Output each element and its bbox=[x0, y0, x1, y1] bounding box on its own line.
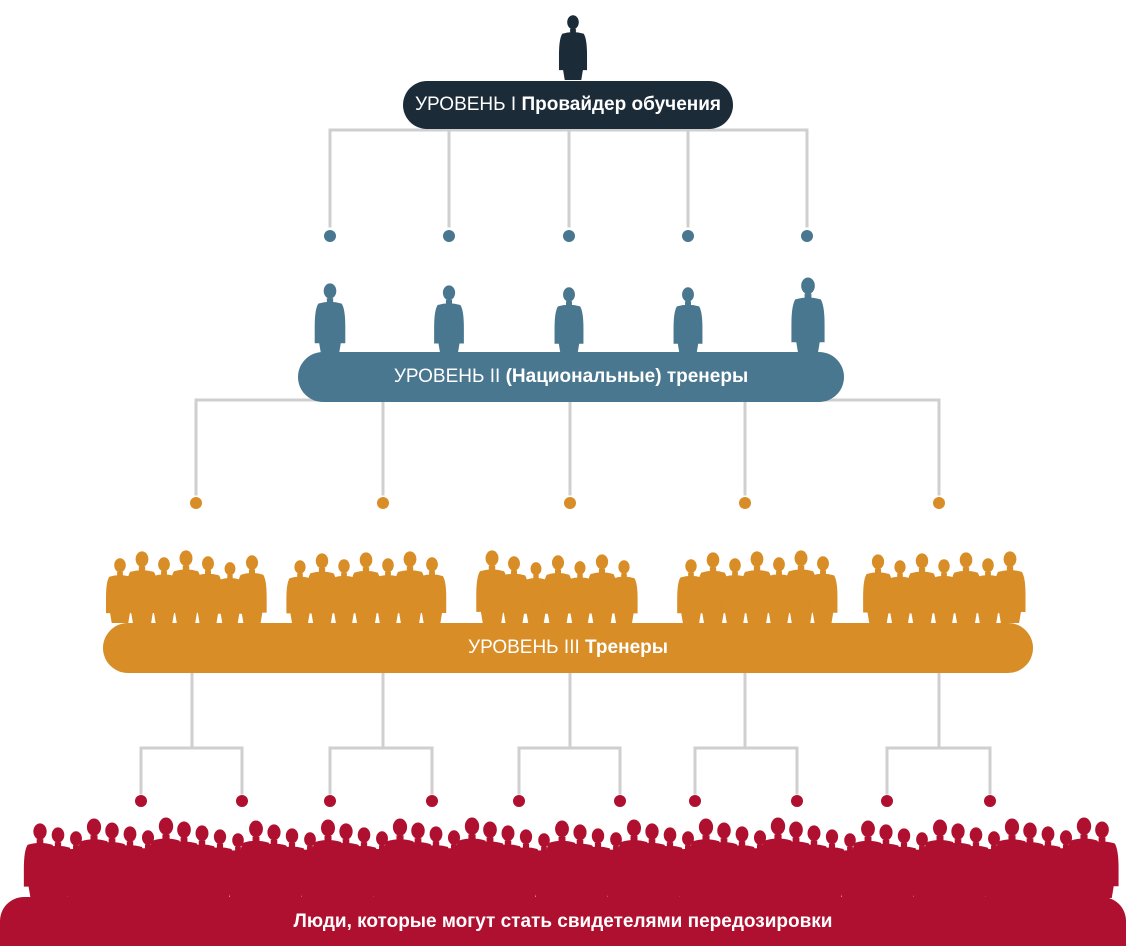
level-1-label: УРОВЕНЬ I Провайдер обучения bbox=[403, 81, 733, 129]
person-silhouette-icon bbox=[587, 554, 617, 623]
person-silhouette-icon bbox=[499, 556, 529, 623]
connector-dots bbox=[135, 230, 996, 807]
person-silhouette-icon bbox=[863, 554, 893, 623]
person-silhouette-icon bbox=[610, 560, 638, 623]
connector-dot bbox=[739, 497, 751, 509]
person-silhouette-icon bbox=[566, 561, 594, 623]
person-silhouette-icon bbox=[886, 560, 914, 623]
person-silhouette-icon bbox=[558, 15, 588, 80]
connector-dot bbox=[135, 795, 147, 807]
connector-dot bbox=[689, 795, 701, 807]
connector-dot bbox=[881, 795, 893, 807]
person-silhouette-icon bbox=[350, 552, 382, 623]
connector-dot bbox=[564, 497, 576, 509]
connector-dot bbox=[791, 795, 803, 807]
person-silhouette-icon bbox=[286, 560, 314, 623]
person-silhouette-icon bbox=[994, 551, 1026, 623]
person-silhouette-icon bbox=[543, 555, 573, 623]
level-2-title: (Национальные) тренеры bbox=[505, 366, 749, 387]
person-silhouette-icon bbox=[216, 562, 244, 623]
level-4-title: Люди, которые могут стать свидетелями пе… bbox=[293, 910, 833, 932]
connector-dot bbox=[443, 230, 455, 242]
level-3-number: УРОВЕНЬ III bbox=[468, 637, 580, 658]
connector-dot bbox=[426, 795, 438, 807]
connector-dot bbox=[324, 795, 336, 807]
connector-dot bbox=[614, 795, 626, 807]
person-silhouette-icon bbox=[314, 283, 346, 354]
person-silhouette-icon bbox=[673, 287, 703, 354]
level-1-number: УРОВЕНЬ I bbox=[414, 94, 517, 115]
person-silhouette-icon bbox=[906, 553, 938, 623]
person-silhouette-icon bbox=[126, 551, 158, 623]
person-silhouette-icon bbox=[394, 551, 426, 623]
person-silhouette-icon bbox=[554, 287, 584, 354]
level-4-label: Люди, которые могут стать свидетелями пе… bbox=[0, 897, 1126, 946]
connector-dot bbox=[513, 795, 525, 807]
connector-dot bbox=[801, 230, 813, 242]
person-silhouette-icon bbox=[306, 553, 338, 623]
person-silhouette-icon bbox=[697, 552, 729, 623]
person-silhouette-icon bbox=[950, 552, 982, 623]
person-silhouette-icon bbox=[417, 557, 447, 623]
silhouettes bbox=[23, 15, 1119, 898]
level-2-number: УРОВЕНЬ II bbox=[393, 366, 501, 387]
person-silhouette-icon bbox=[791, 277, 825, 354]
connector-dot bbox=[984, 795, 996, 807]
connector-dot bbox=[236, 795, 248, 807]
person-silhouette-icon bbox=[193, 556, 223, 623]
person-silhouette-icon bbox=[237, 555, 267, 623]
person-silhouette-icon bbox=[741, 551, 773, 623]
connector-dot bbox=[933, 497, 945, 509]
connector-lines bbox=[139, 128, 992, 795]
level-3-title: Тренеры bbox=[585, 637, 668, 658]
level-2-label: УРОВЕНЬ II (Национальные) тренеры bbox=[298, 352, 844, 402]
level-3-label: УРОВЕНЬ III Тренеры bbox=[103, 623, 1033, 673]
connector-dot bbox=[324, 230, 336, 242]
person-silhouette-icon bbox=[808, 556, 838, 623]
person-silhouette-icon bbox=[522, 562, 550, 623]
person-silhouette-icon bbox=[1085, 821, 1119, 898]
person-silhouette-icon bbox=[434, 285, 464, 354]
level-1-title: Провайдер обучения bbox=[521, 94, 722, 115]
connector-dot bbox=[682, 230, 694, 242]
connector-dot bbox=[190, 497, 202, 509]
connector-dot bbox=[377, 497, 389, 509]
connector-dot bbox=[563, 230, 575, 242]
